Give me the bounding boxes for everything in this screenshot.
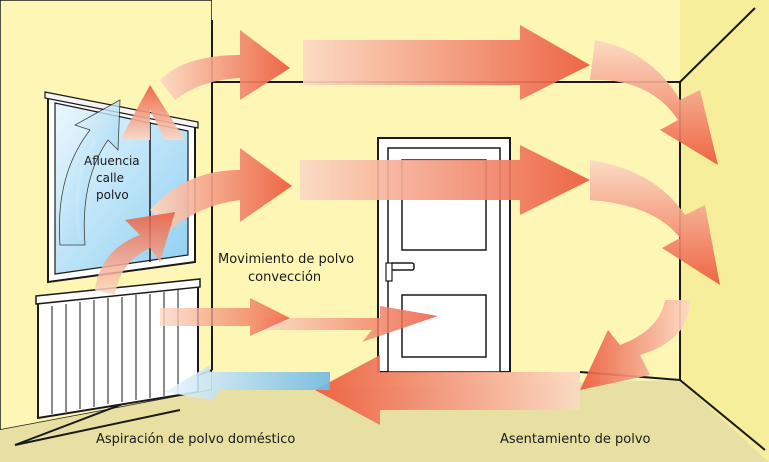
- door-handle: [389, 262, 415, 271]
- arrow-top-right-curve: [590, 40, 718, 165]
- arrow-up-from-radiator: [95, 212, 175, 295]
- arrow-top-middle: [303, 25, 590, 100]
- settling-label: Asentamiento de polvo: [500, 432, 651, 447]
- inflow-label-line3: polvo: [96, 188, 129, 202]
- inflow-label-line1: Afluencia: [84, 154, 140, 168]
- convection-label-line2: convección: [248, 270, 321, 285]
- radiator: [35, 278, 201, 420]
- arrow-blue-intake: [165, 365, 330, 400]
- arrow-right-down-curve: [580, 300, 690, 390]
- arrow-up-window-curve: [59, 99, 121, 246]
- inflow-label-line2: calle: [96, 171, 124, 185]
- arrow-lower-middle: [262, 306, 438, 342]
- arrow-mid-middle: [300, 145, 590, 215]
- convection-label-line1: Movimiento de polvo: [218, 252, 354, 267]
- arrow-bottom-return: [315, 355, 580, 425]
- arrow-radiator-right: [160, 298, 290, 336]
- arrow-top-left-curve: [160, 30, 290, 100]
- arrow-mid-left-curve: [150, 148, 292, 230]
- aspiration-label: Aspiración de polvo doméstico: [96, 432, 295, 447]
- arrow-up-window-top: [120, 85, 185, 140]
- arrow-mid-right-curve: [590, 160, 720, 285]
